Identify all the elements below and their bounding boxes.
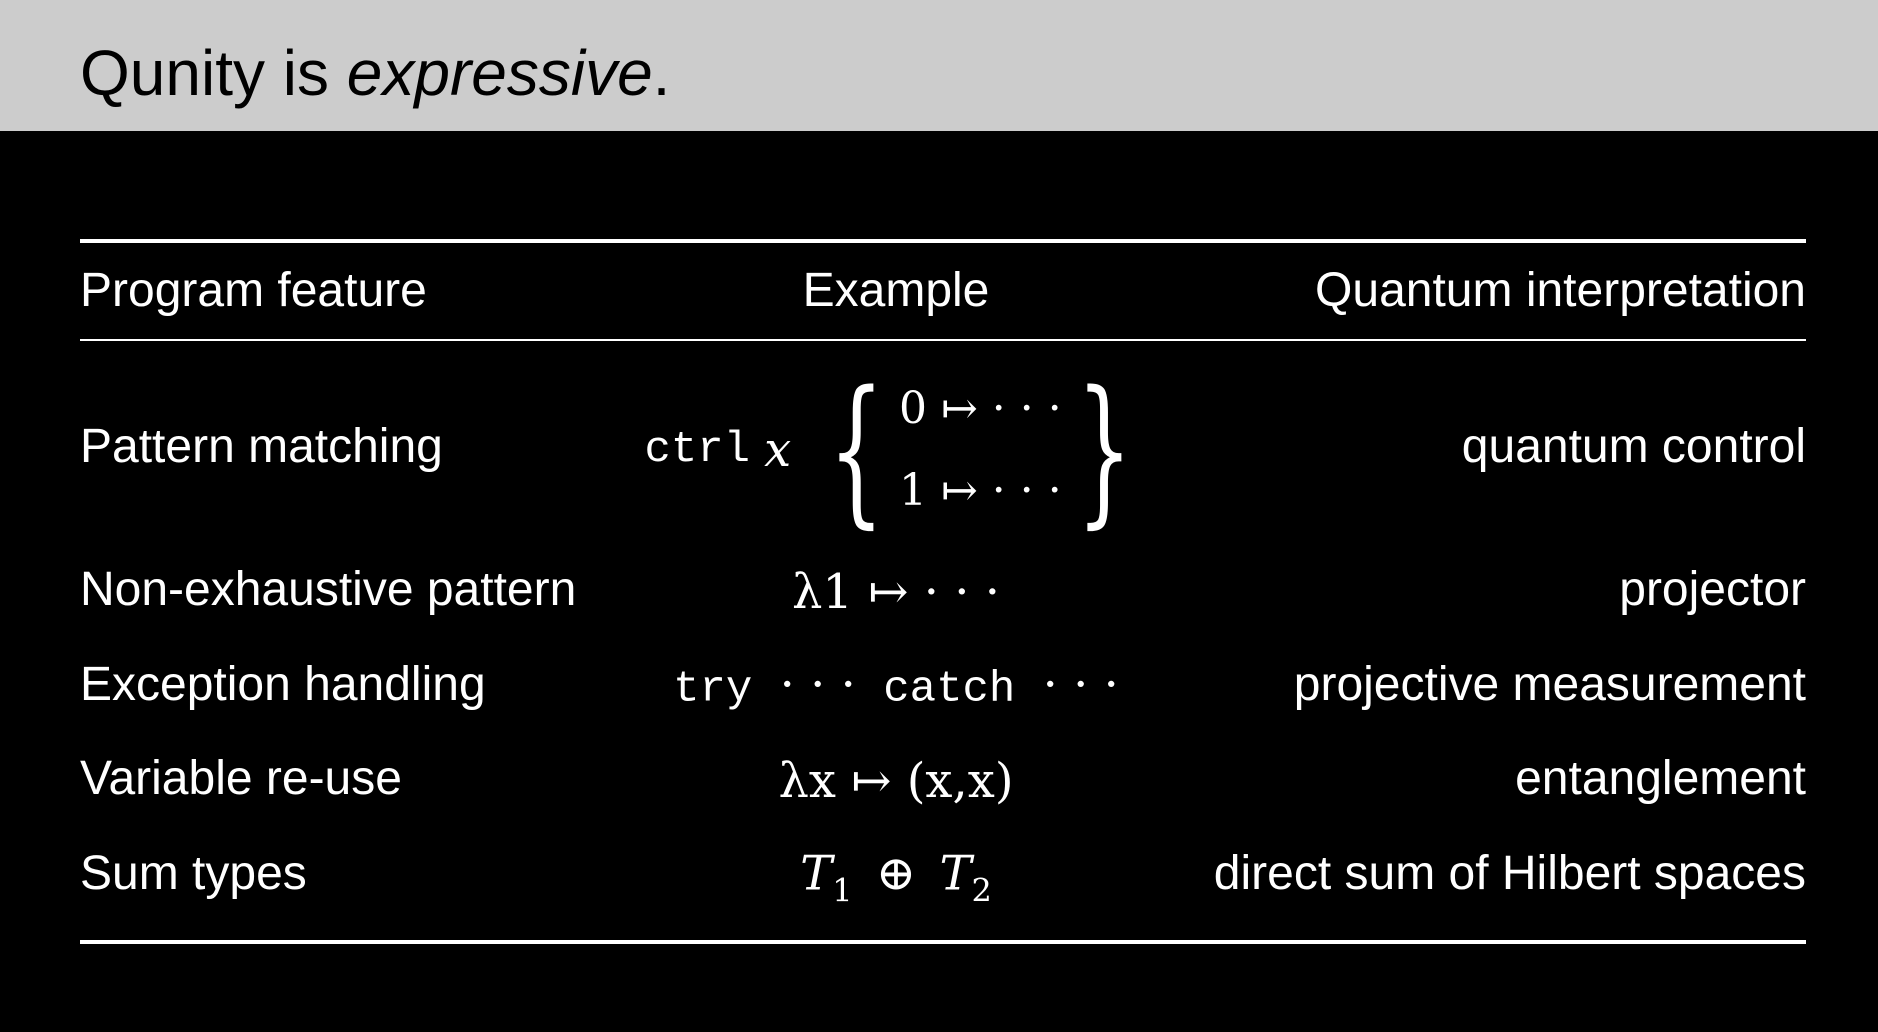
row-feature-exception-handling: Exception handling	[80, 658, 486, 711]
title-prefix: Qunity is	[80, 37, 347, 109]
title-bar: Qunity is expressive.	[0, 0, 1878, 131]
table-bottom-rule	[80, 940, 1806, 944]
catch-keyword: catch	[883, 664, 1016, 715]
catch-dots: · · ·	[1042, 656, 1119, 713]
row-example-lambda-one: λ1 ↦ · · ·	[792, 564, 1000, 620]
row-example-ctrl: ctrl x { 0 ↦ · · · 1 ↦ · · · }	[644, 368, 1147, 532]
header-program-feature: Program feature	[80, 264, 427, 317]
type-t1: T	[800, 845, 833, 902]
row-example-direct-sum: T1 ⊕ T2	[800, 844, 992, 910]
row-feature-pattern-matching: Pattern matching	[80, 420, 443, 473]
right-brace: }	[1076, 356, 1133, 543]
row-feature-non-exhaustive: Non-exhaustive pattern	[80, 563, 577, 616]
title-suffix: .	[652, 37, 671, 109]
type-t2-subscript: 2	[971, 871, 992, 910]
slide-title: Qunity is expressive.	[80, 28, 670, 118]
row-feature-variable-reuse: Variable re-use	[80, 752, 402, 805]
oplus-operator: ⊕	[875, 845, 917, 902]
ctrl-cases: 0 ↦ · · · 1 ↦ · · ·	[899, 368, 1062, 532]
type-t1-subscript: 1	[832, 871, 853, 910]
type-t2: T	[939, 845, 972, 902]
row-example-lambda-pair: λx ↦ (x,x)	[778, 753, 1014, 809]
row-example-try-catch: try · · · catch · · ·	[673, 655, 1119, 720]
row-interp-projector: projector	[1619, 563, 1806, 616]
header-quantum-interpretation: Quantum interpretation	[1315, 264, 1806, 317]
row-interp-quantum-control: quantum control	[1461, 420, 1806, 473]
row-interp-entanglement: entanglement	[1515, 752, 1806, 805]
try-dots: · · ·	[779, 656, 856, 713]
table-header-rule	[80, 339, 1806, 341]
ctrl-keyword: ctrl	[644, 425, 751, 475]
row-interp-projective-measurement: projective measurement	[1293, 658, 1806, 711]
row-interp-direct-sum-hilbert: direct sum of Hilbert spaces	[1213, 847, 1806, 900]
title-emphasis: expressive	[346, 37, 653, 109]
ctrl-variable: x	[764, 422, 792, 478]
left-brace: {	[828, 356, 885, 543]
header-example: Example	[802, 264, 990, 317]
row-feature-sum-types: Sum types	[80, 847, 307, 900]
case-one: 1 ↦ · · ·	[898, 465, 1062, 516]
case-zero: 0 ↦ · · ·	[898, 383, 1062, 434]
try-keyword: try	[673, 664, 753, 715]
table-top-rule	[80, 239, 1806, 243]
